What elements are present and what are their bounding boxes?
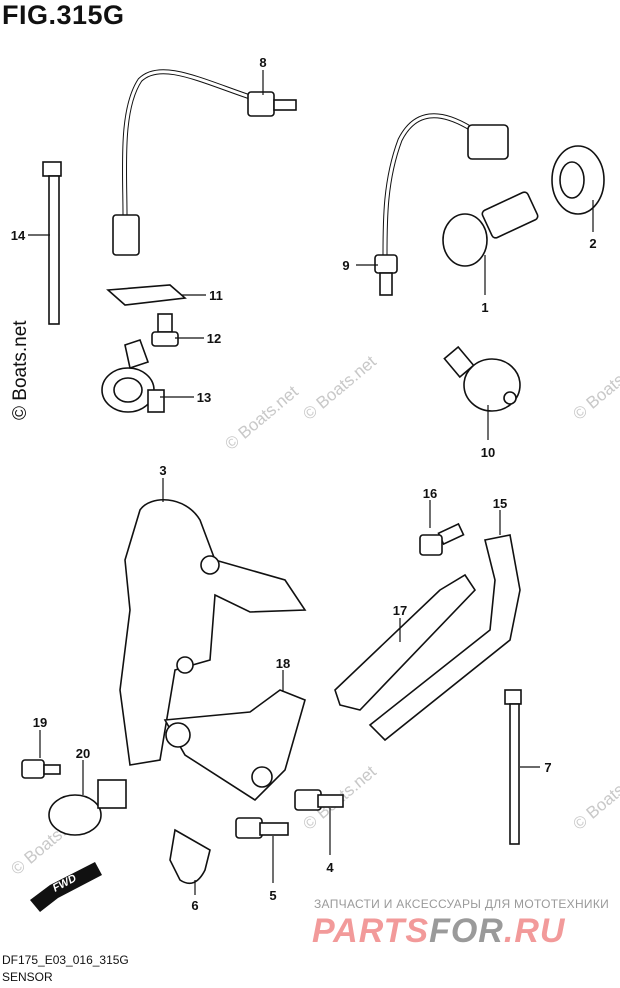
figure-name: SENSOR [2,970,53,984]
part-4-bolt[interactable] [294,789,344,811]
callout-8: 8 [259,55,266,70]
figure-title: FIG.315G [2,0,125,30]
callout-5: 5 [269,888,276,903]
part-15-bracket[interactable] [368,534,521,742]
part-10-sensor[interactable] [443,345,521,412]
callout-17: 17 [393,603,407,618]
part-1-sensor[interactable] [442,191,539,267]
part-7-cable-tie[interactable] [504,689,522,845]
branding-logo: PARTSFOR.RU [312,912,566,950]
callout-1: 1 [481,300,488,315]
callout-13: 13 [197,390,211,405]
part-20-clamp[interactable] [48,779,127,836]
leader-lines [28,70,594,895]
part-13-clamp[interactable] [101,338,165,413]
part-16-bolt[interactable] [419,522,465,556]
callout-20: 20 [76,746,90,761]
figure-code: DF175_E03_016_315G [2,953,129,967]
part-3-bracket[interactable] [119,499,307,766]
callout-19: 19 [33,715,47,730]
part-17-bracket[interactable] [334,573,477,711]
callout-12: 12 [207,331,221,346]
fwd-arrow-icon: FWD [30,862,102,912]
branding-subtitle: ЗАПЧАСТИ И АКСЕССУАРЫ ДЛЯ МОТОТЕХНИКИ [314,897,610,911]
callout-18: 18 [276,656,290,671]
callout-4: 4 [326,860,334,875]
part-5-bolt[interactable] [235,817,289,839]
callout-3: 3 [159,463,166,478]
part-14-cable-tie[interactable] [42,161,62,325]
part-9-sensor-cable[interactable] [374,113,509,296]
callout-16: 16 [423,486,437,501]
part-2-grommet[interactable] [551,145,605,215]
part-18-bracket[interactable] [163,689,306,802]
part-8-sensor-cable[interactable] [112,69,297,256]
callout-15: 15 [493,496,507,511]
callout-14: 14 [11,228,26,243]
part-11-plate[interactable] [106,284,187,306]
callout-6: 6 [191,898,198,913]
callout-7: 7 [544,760,551,775]
callout-2: 2 [589,236,596,251]
part-6-clip[interactable] [169,828,211,885]
part-19-bolt[interactable] [21,759,61,779]
part-12-bolt[interactable] [151,313,179,347]
callout-9: 9 [342,258,349,273]
callout-11: 11 [209,288,223,303]
callout-10: 10 [481,445,495,460]
